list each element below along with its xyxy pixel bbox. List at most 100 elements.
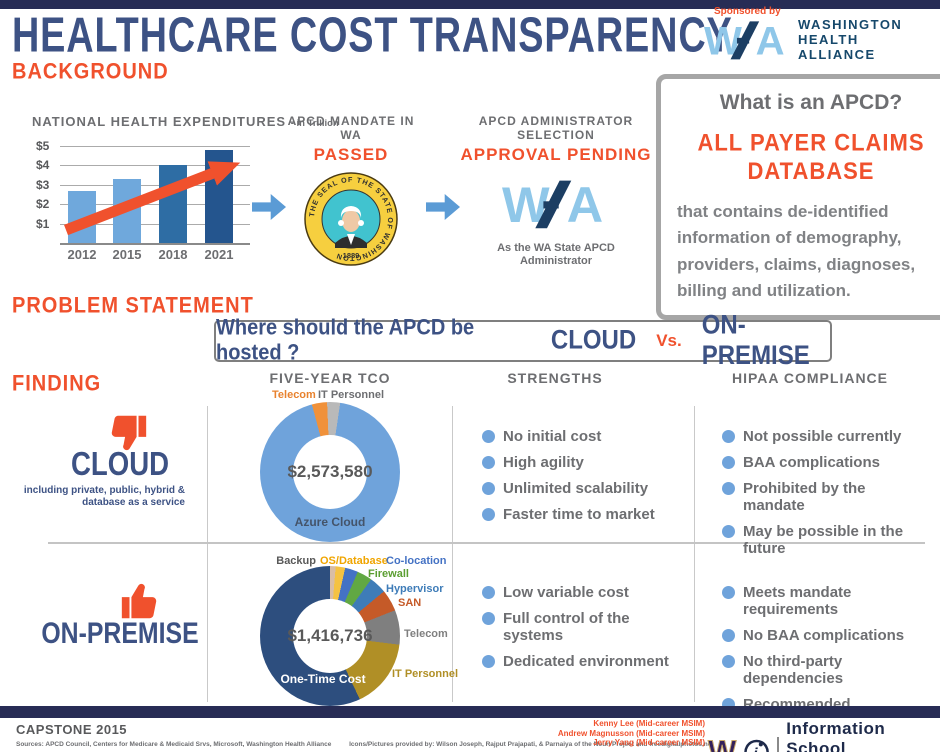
gridline [60,204,250,206]
op-slice-label-it-personnel: IT Personnel [392,668,459,680]
x-axis-tick: 2012 [67,247,97,262]
column-header-strengths: STRENGTHS [507,370,603,386]
gridline [60,223,250,225]
y-axis-tick: $4 [36,158,50,173]
op-slice-label-firewall: Firewall [368,568,409,580]
cloud-slice-label-telecom: Telecom [272,389,316,401]
list-item: Not possible currently [722,428,904,445]
op-slice-label-hypervisor: Hypervisor [386,583,444,595]
op-slice-label-telecom: Telecom [404,628,448,640]
cloud-tco-total: $2,573,580 [287,462,373,481]
list-item: Dedicated environment [482,653,682,670]
admin-title: APCD ADMINISTRATOR SELECTION [478,114,634,142]
list-item: May be possible in the future [722,523,904,557]
op-slice-label-osdb: OS/Database [320,555,388,567]
nhe-chart-subtitle: - in Trillion [290,118,339,129]
bullet-icon [482,655,495,668]
problem-heading: PROBLEM STATEMENT [12,294,254,319]
row-divider [48,542,925,544]
table-divider [694,406,695,702]
admin-status: APPROVAL PENDING [460,145,652,164]
finding-heading: FINDING [12,372,102,397]
y-axis-tick: $5 [36,139,50,153]
bullet-icon [482,456,495,469]
ischool-label: Information School [786,719,886,752]
credits-text: Icons/Pictures provided by: Wilson Josep… [349,741,714,748]
op-slice-label-backup: Backup [276,555,316,567]
vs-label: Vs. [656,331,682,350]
bullet-icon [722,430,735,443]
table-divider [452,406,453,702]
wha-logo-icon: W A [704,18,785,62]
list-item: Meets mandate requirements [722,584,932,618]
sources-text: Sources: APCD Council, Centers for Medic… [16,741,332,748]
thumbs-down-icon [111,415,147,451]
onpremise-tco-donut-chart: $1,416,736 [260,566,400,706]
bar-2018 [159,165,187,243]
cloud-tco-donut-chart: $2,573,580 [260,402,400,542]
flow-arrow-icon [426,194,460,220]
gridline [60,184,250,186]
option-onpremise: ON-PREMISE [701,310,810,371]
svg-text:A: A [756,18,785,62]
op-slice-label-colocation: Co-location [386,555,447,567]
bullet-icon [482,430,495,443]
list-item: BAA complications [722,454,904,471]
apcd-description: that contains de-identified information … [677,202,916,301]
apcd-acronym: ALL PAYER CLAIMS DATABASE [697,128,925,185]
cloud-donut-center: $2,573,580 [287,435,373,509]
bullet-icon [482,482,495,495]
op-slice-label-san: SAN [398,597,422,609]
cloud-slice-label-it-personnel: IT Personnel [318,389,385,401]
bullet-icon [722,655,735,668]
bullet-icon [482,508,495,521]
ischool-logo-icon: i [744,739,770,752]
onpremise-tco-total: $1,416,736 [287,626,373,645]
problem-question: Where should the APCD be hosted ? [216,315,475,366]
list-item: High agility [482,454,682,471]
gridline [60,165,250,167]
trend-arrow-icon [64,161,241,236]
gridline [60,146,250,147]
bullet-icon [722,456,735,469]
y-axis-tick: $3 [36,177,50,192]
wha-logo-icon: W A [502,176,603,233]
bullet-icon [722,629,735,642]
cloud-slice-label-azure: Azure Cloud [294,515,366,529]
bullet-icon [722,482,735,495]
thumbs-up-icon [121,583,157,619]
op-slice-label-onetime: One-Time Cost [280,672,366,686]
column-header-tco: FIVE-YEAR TCO [269,370,391,386]
seal-year: 1889 [343,251,360,260]
cloud-row-sublabel: including private, public, hybrid & data… [23,485,185,508]
x-axis-tick: 2018 [158,247,188,262]
bullet-icon [722,525,735,538]
list-item: Full control of the systems [482,610,682,644]
x-axis-tick: 2021 [204,247,234,262]
list-item: Prohibited by the mandate [722,480,904,514]
uw-footer-block: W i Information School UNIVERSITY of WAS… [707,719,940,752]
mandate-status: PASSED [313,145,389,164]
y-axis-tick: $1 [36,216,50,231]
nhe-chart-title: NATIONAL HEALTH EXPENDITURES - in Trilli… [32,114,339,129]
apcd-box-title: What is an APCD? [719,91,903,114]
mandate-step: APCD MANDATE IN WA PASSED THE SEAL OF TH… [280,114,422,274]
background-heading: BACKGROUND [12,60,169,85]
column-header-hipaa: HIPAA COMPLIANCE [732,370,888,386]
problem-statement-box: Where should the APCD be hosted ? CLOUD … [214,310,832,371]
uw-logo-icon: W [707,734,737,752]
list-item: No initial cost [482,428,682,445]
list-item: Faster time to market [482,506,682,523]
mandate-title: APCD MANDATE IN WA [287,114,415,142]
page-title: HEALTHCARE COST TRANSPARENCY [12,8,733,63]
table-divider [207,406,208,702]
option-cloud: CLOUD [550,325,637,356]
footer-sources: Sources: APCD Council, Centers for Medic… [16,741,714,748]
